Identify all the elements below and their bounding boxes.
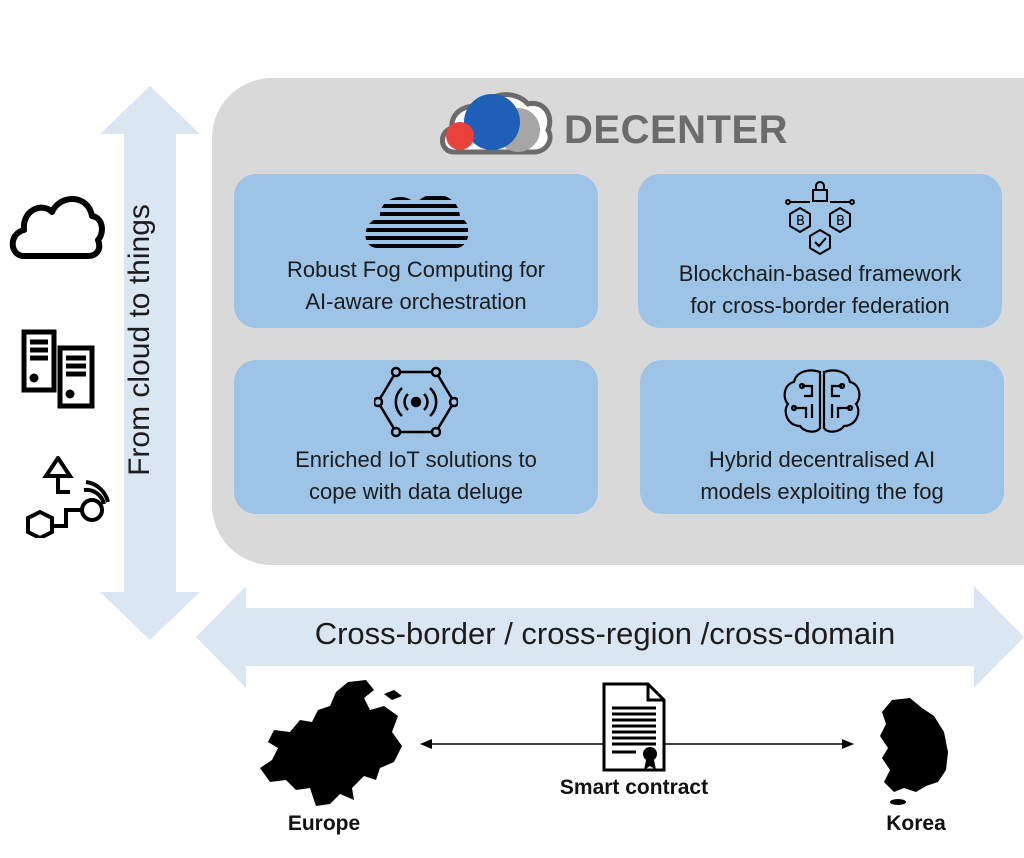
card-label-line1: Hybrid decentralised AI: [708, 447, 936, 472]
korea-label: Korea: [886, 812, 946, 835]
card-fog-computing: Robust Fog Computing for AI-aware orches…: [234, 174, 598, 328]
cloud-icon: [9, 196, 105, 259]
servers-icon: [21, 329, 95, 409]
iot-network-icon: [374, 366, 458, 438]
vertical-arrow: [100, 86, 200, 640]
card-blockchain: B B Blockchain-based framework for cross…: [638, 174, 1002, 328]
svg-text:B: B: [836, 214, 845, 229]
card-label-line1: Enriched IoT solutions to: [295, 447, 537, 472]
horizontal-arrow: [196, 586, 1024, 688]
card-label-line1: Robust Fog Computing for: [286, 257, 546, 282]
card-label-line2: models exploiting the fog: [700, 479, 944, 504]
europe-map-icon: [260, 680, 402, 806]
card-label-line2: cope with data deluge: [308, 479, 524, 504]
svg-text:B: B: [796, 214, 805, 229]
card-ai: Hybrid decentralised AI models exploitin…: [640, 360, 1004, 514]
card-label-line2: for cross-border federation: [690, 293, 950, 318]
brand-name: DECENTER: [564, 108, 789, 152]
europe-label: Europe: [287, 812, 361, 835]
card-label-line2: AI-aware orchestration: [305, 289, 527, 314]
smart-contract-document-icon: [602, 682, 666, 772]
fog-cloud-icon: [365, 196, 468, 248]
blockchain-icon: B B: [785, 181, 855, 256]
vertical-axis-label: From cloud to things: [123, 204, 156, 476]
smart-contract-label: Smart contract: [559, 776, 709, 799]
card-iot: Enriched IoT solutions to cope with data…: [234, 360, 598, 514]
things-icon: [26, 456, 110, 538]
horizontal-axis-label: Cross-border / cross-region /cross-domai…: [314, 616, 896, 651]
ai-brain-icon: [783, 369, 861, 433]
decenter-logo-icon: [440, 92, 553, 155]
korea-map-icon: [880, 698, 948, 805]
card-label-line1: Blockchain-based framework: [678, 261, 962, 286]
